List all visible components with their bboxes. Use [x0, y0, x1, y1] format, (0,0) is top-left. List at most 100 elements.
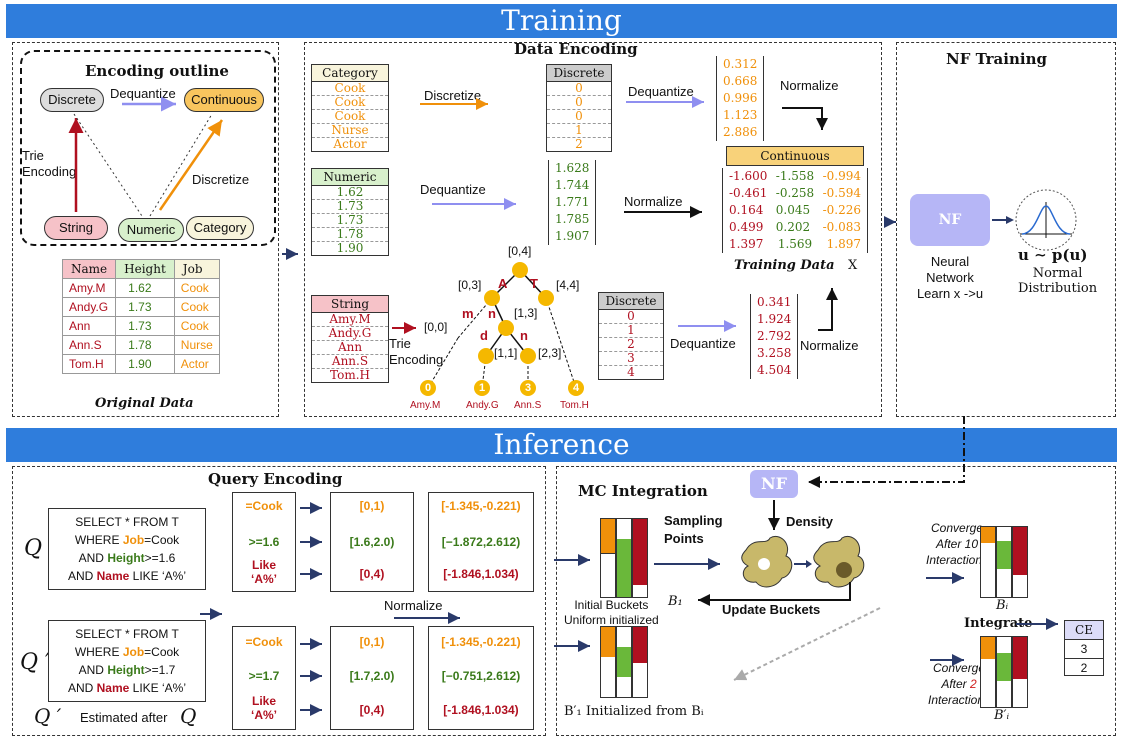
category-column: Category Cook Cook Cook Nurse Actor	[311, 64, 389, 152]
discrete-value: 1	[547, 124, 611, 138]
trie-root-node	[512, 262, 528, 278]
bi-prime-label: B′ᵢ	[994, 708, 1010, 723]
trie-leaf-name: Tom.H	[560, 400, 589, 411]
trie-range: [2,3]	[538, 346, 562, 360]
outline-trie-label: Trie Encoding	[22, 148, 77, 179]
density-samples-icon	[741, 536, 865, 588]
sampling-points-label: Sampling Points	[664, 513, 723, 546]
sql-line: AND Name LIKE ‘A%’	[67, 681, 187, 695]
nf-training-title: NF Training	[946, 50, 1047, 68]
continuous-cell: 0.499	[729, 220, 764, 234]
bucket-bar-job	[600, 518, 616, 598]
cell: Cook	[173, 316, 220, 336]
norm-cell: [-1.345,-0.221)	[441, 635, 521, 649]
ce-value: 3	[1065, 640, 1103, 659]
numeric-value: 1.73	[312, 200, 388, 214]
trie-leaf-name: Amy.M	[410, 400, 441, 411]
nf-inference-block: NF	[750, 470, 798, 498]
b1-prime-bucket-name	[632, 626, 648, 698]
continuous-cell: -1.600	[729, 169, 768, 183]
nf-formula: u ∼ p(u)	[1018, 246, 1088, 264]
converge-2-suffix: Interactions	[928, 693, 991, 707]
sql-line: AND Height>=1.7	[78, 663, 176, 677]
dequantize-label-3: Dequantize	[670, 336, 736, 351]
training-banner: Training	[6, 4, 1117, 38]
trie-encoding-label: Trie Encoding	[389, 336, 444, 367]
col-header-height: Height	[115, 259, 175, 279]
converged-bucket-job	[980, 526, 996, 598]
b1-prime-label: B′₁ Initialized from Bᵢ	[564, 704, 704, 719]
deq-value: 4.504	[757, 363, 792, 377]
dequantize-label-2: Dequantize	[420, 182, 486, 197]
query-q-prime-symbol: Q ′	[20, 650, 51, 675]
query-q-box: SELECT * FROM T WHERE Job=Cook AND Heigh…	[48, 508, 206, 590]
category-value: Cook	[312, 110, 388, 124]
converged-bucket-height	[996, 526, 1012, 598]
string-value: Tom.H	[330, 368, 370, 382]
continuous-row: -1.600-1.558-0.994	[729, 168, 861, 185]
cell: Ann	[61, 316, 117, 336]
string-value: Ann.S	[312, 355, 388, 369]
outline-arrows	[68, 96, 224, 217]
predicate-cell: =Cook	[245, 499, 283, 513]
category-value: Actor	[333, 137, 367, 151]
normal-distribution-icon	[992, 189, 1077, 251]
nf-training-block: NF	[910, 194, 990, 246]
category-discrete-column: Discrete 0 0 0 1 2	[546, 64, 612, 152]
numeric-column: Numeric 1.62 1.73 1.73 1.78 1.90	[311, 168, 389, 256]
norm-column-q	[428, 492, 534, 592]
pred-column-q	[232, 492, 296, 592]
numeric-header: Numeric	[312, 169, 388, 186]
estimated-q-prime-symbol: Q ′	[34, 704, 62, 728]
pred-column-q-prime	[232, 626, 296, 730]
discrete-value: 0	[599, 310, 663, 324]
discrete-node: Discrete	[40, 88, 104, 112]
integrate-label: Integrate	[964, 616, 1033, 631]
ce-header: CE	[1065, 621, 1103, 640]
cell: Actor	[173, 354, 220, 374]
inference-banner: Inference	[6, 428, 1117, 462]
deq-value: 1.924	[757, 312, 792, 326]
trie-node	[478, 348, 494, 364]
discrete-value: 3	[599, 352, 663, 366]
deq-value: 1.907	[555, 229, 590, 243]
norm-cell: [-1.345,-0.221)	[441, 499, 521, 513]
trie-edge-label: d	[480, 328, 488, 343]
b1-prime-bucket-height	[616, 626, 632, 698]
discrete-value: 0	[547, 96, 611, 110]
mc-integration-title: MC Integration	[578, 482, 708, 500]
numeric-value: 1.90	[336, 241, 364, 255]
query-encoding-panel	[12, 466, 546, 736]
converged-bucket-name	[1012, 526, 1028, 598]
predicate-cell: =Cook	[245, 635, 283, 649]
cell: Cook	[173, 297, 220, 317]
bi-label: Bᵢ	[996, 598, 1009, 613]
sql-line: AND Height>=1.6	[78, 551, 176, 565]
continuous-cell: -0.461	[729, 186, 768, 200]
query-arrows	[200, 502, 460, 716]
sql-line: SELECT * FROM T	[75, 627, 179, 641]
continuous-node: Continuous	[184, 88, 264, 112]
b1-label: B₁	[668, 594, 683, 609]
continuous-cell: 0.164	[729, 203, 764, 217]
col-header-job: Job	[173, 259, 220, 279]
ce-table: CE 3 2	[1064, 620, 1104, 676]
deq-value: 0.996	[723, 91, 758, 105]
encoding-arrows	[282, 96, 896, 334]
mc-arrows	[554, 416, 1058, 681]
deq-value: 1.785	[555, 212, 590, 226]
continuous-cell: -0.083	[822, 220, 861, 234]
original-data-caption: Original Data	[95, 396, 194, 411]
category-value: Nurse	[312, 124, 388, 138]
range-cell: [1.7,2.0)	[349, 669, 395, 683]
normalize-label-q: Normalize	[384, 598, 443, 613]
encoding-outline-title: Encoding outline	[85, 62, 229, 80]
discrete-value: 0	[547, 110, 611, 124]
query-encoding-title: Query Encoding	[208, 470, 343, 488]
discrete-value: 0	[547, 82, 611, 96]
norm-cell: [−0.751,2.612)	[441, 669, 521, 683]
